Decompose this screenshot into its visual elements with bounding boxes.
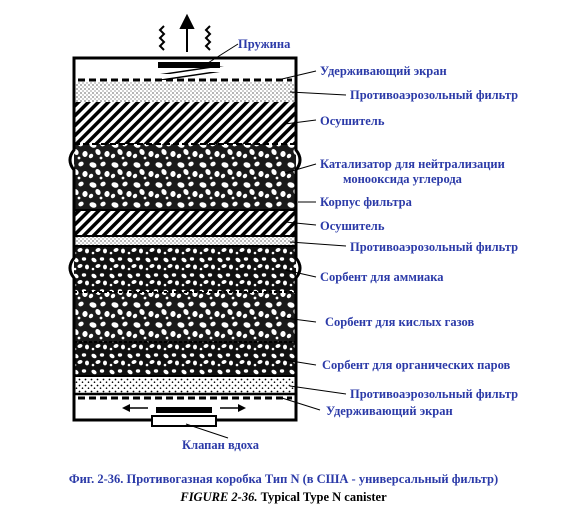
label-aerosol-filter-mid: Противоаэрозольный фильтр	[350, 240, 519, 254]
layer-acid-gas-sorbent	[74, 292, 296, 342]
label-desiccant-mid: Осушитель	[320, 219, 385, 233]
spring	[156, 62, 224, 80]
layer-aerosol-filter-top	[74, 82, 296, 102]
label-inhalation-valve: Клапан вдоха	[182, 438, 259, 452]
label-aerosol-filter-bottom: Противоаэрозольный фильтр	[350, 387, 519, 401]
caption-english: FIGURE 2-36. Typical Type N canister	[0, 490, 567, 505]
label-co-catalyst-line1: Катализатор для нейтрализации	[320, 157, 505, 171]
layer-organic-vapor-sorbent	[74, 342, 296, 376]
label-co-catalyst-line2: монооксида углерода	[343, 172, 462, 186]
label-retaining-screen-top: Удерживающий экран	[320, 64, 447, 78]
layer-aerosol-filter-mid	[74, 236, 296, 246]
label-retaining-screen-bottom: Удерживающий экран	[326, 404, 453, 418]
leader-lines	[185, 43, 347, 439]
layer-co-catalyst	[74, 144, 296, 210]
caption-figure-number: FIGURE 2-36.	[180, 490, 258, 504]
layer-ammonia-sorbent	[74, 246, 296, 292]
label-aerosol-filter-top: Противоаэрозольный фильтр	[350, 88, 519, 102]
caption-english-text: Typical Type N canister	[260, 490, 387, 504]
canister-body-outline	[68, 56, 302, 422]
filter-layers	[74, 60, 296, 420]
label-ammonia-sorbent: Сорбент для аммиака	[320, 270, 444, 284]
inlet-valve	[122, 404, 246, 427]
label-filter-body: Корпус фильтра	[320, 195, 412, 209]
label-spring: Пружина	[238, 37, 291, 51]
label-desiccant-top: Осушитель	[320, 114, 385, 128]
layer-aerosol-filter-bottom	[74, 376, 296, 394]
caption-russian: Фиг. 2-36. Противогазная коробка Тип N (…	[68, 472, 499, 486]
outlet-arrows	[158, 13, 212, 52]
label-organic-vapor-sorbent: Сорбент для органических паров	[322, 358, 511, 372]
label-acid-gas-sorbent: Сорбент для кислых газов	[325, 315, 475, 329]
layer-desiccant-mid	[74, 210, 296, 236]
layer-separators	[74, 143, 296, 396]
layer-desiccant-top	[74, 102, 296, 144]
